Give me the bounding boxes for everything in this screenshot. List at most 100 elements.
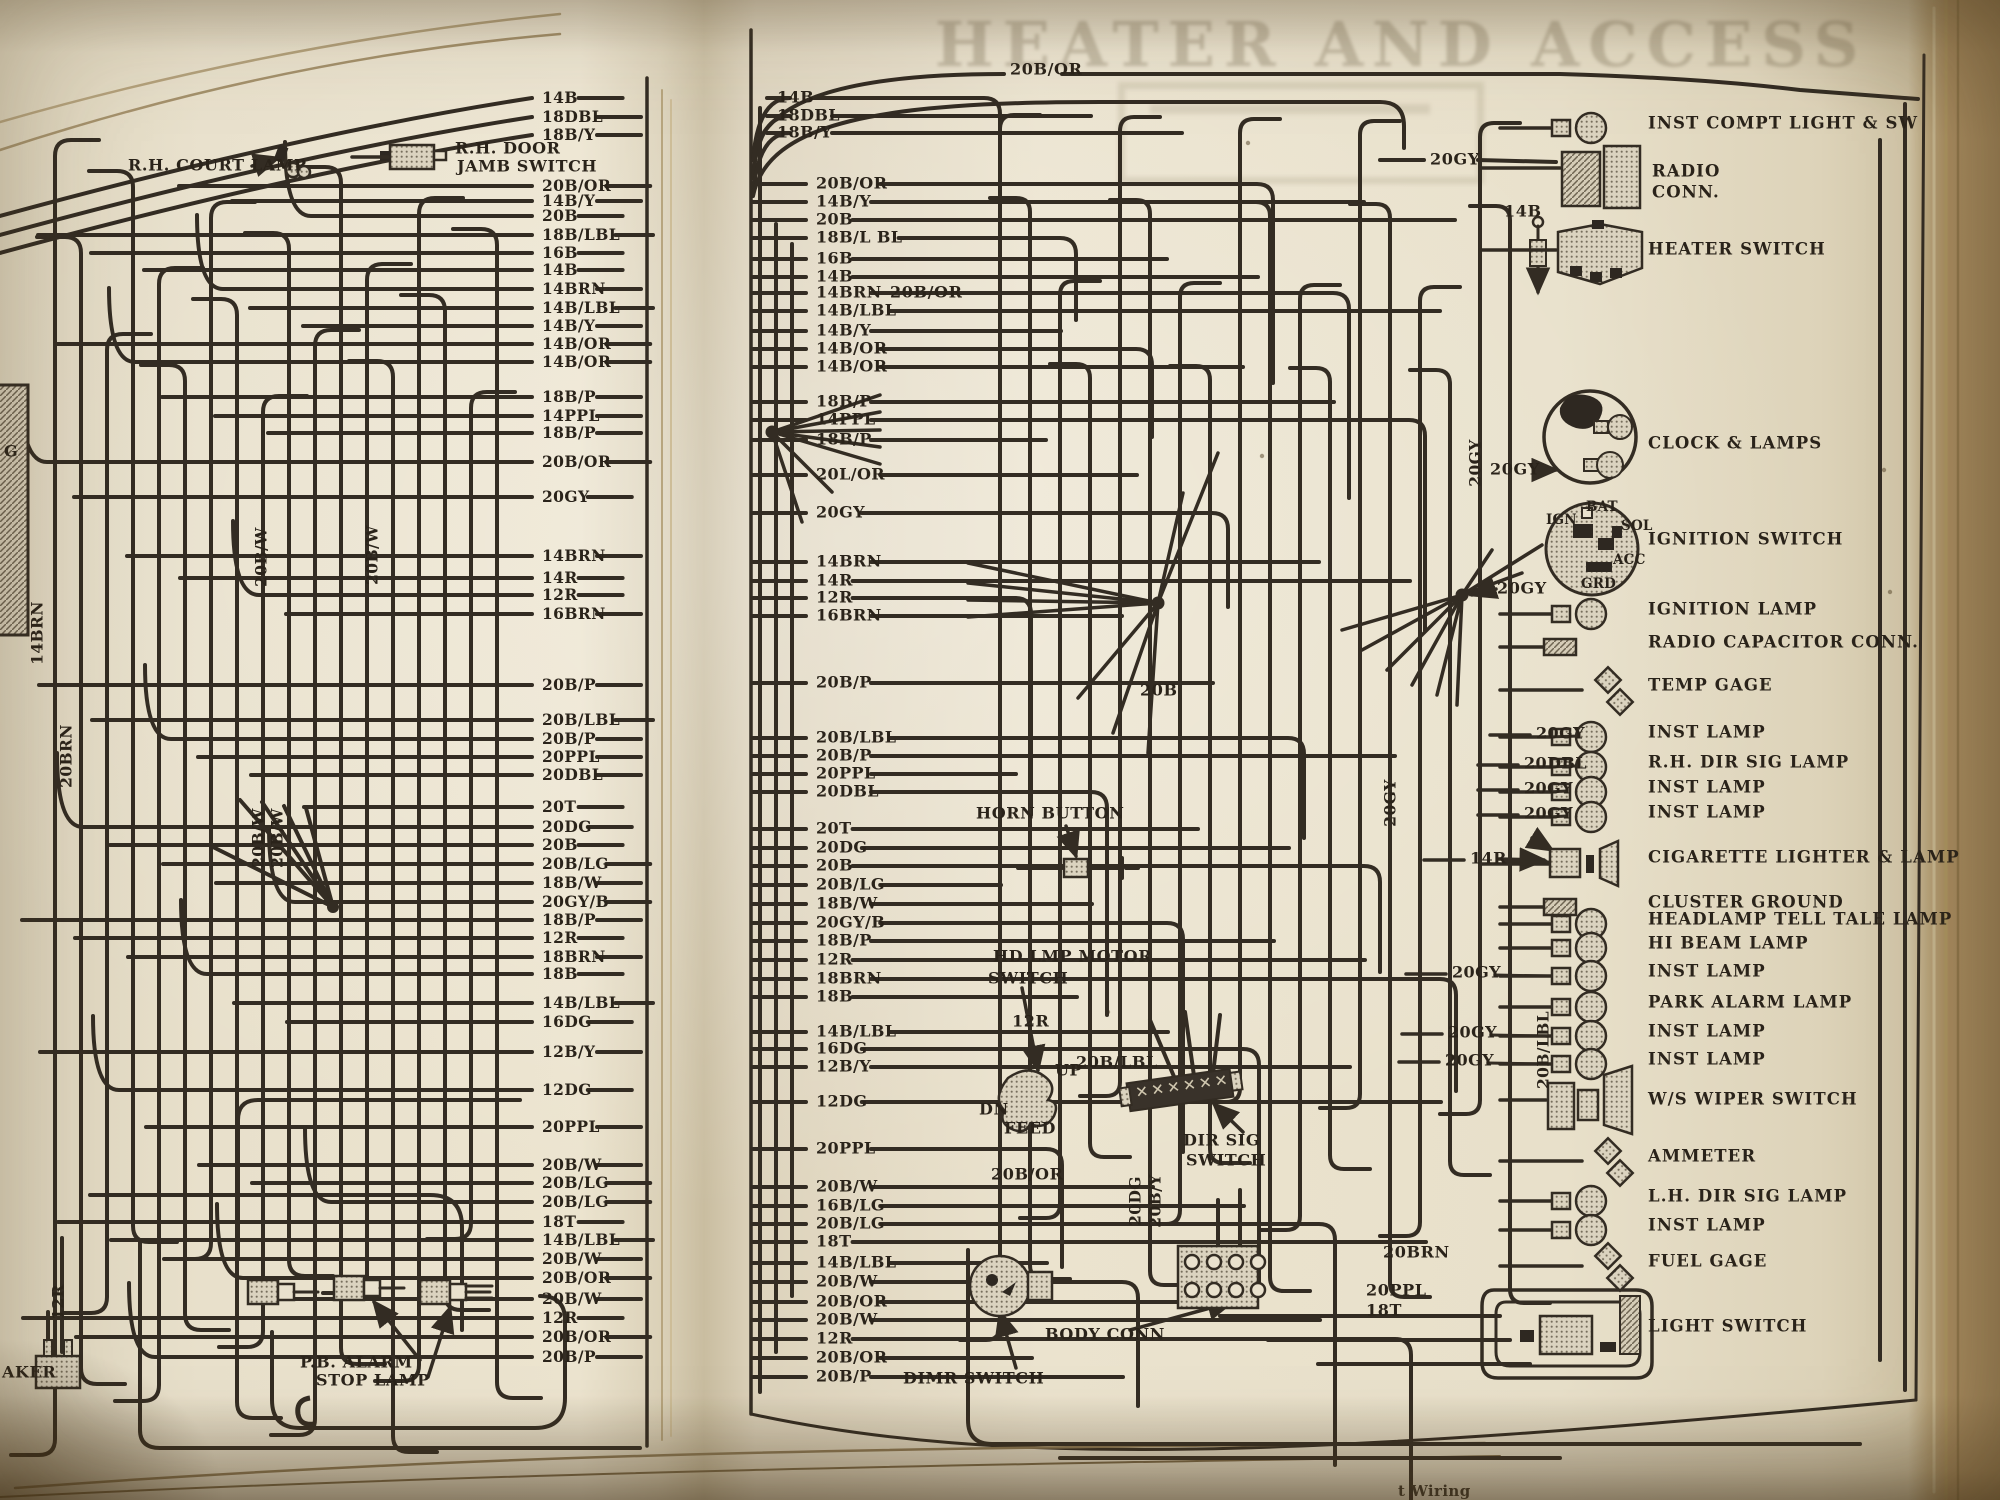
wire-label-vertical: 20GY	[1465, 439, 1485, 487]
wire-label: 20B/LG	[542, 1172, 609, 1192]
diagram-annotation: R.H. COURT LAMP	[128, 155, 307, 175]
wire-label: 20B/OR	[542, 1267, 612, 1287]
component-label: INST LAMP	[1648, 802, 1766, 822]
wire-label: 20B/W	[542, 1248, 602, 1268]
wire-label: 14R	[542, 567, 578, 587]
wire-label-vertical: 20DG	[1125, 1176, 1145, 1226]
diagram-annotation: AKER	[2, 1362, 57, 1382]
wire-label: 20B/LG	[542, 1191, 609, 1211]
component-label: HI BEAM LAMP	[1648, 933, 1809, 953]
wire-label: 18B/P	[542, 422, 596, 442]
component-label: CONN.	[1652, 182, 1720, 202]
wire-label: 18B	[542, 963, 578, 983]
wire-label: 20B/P	[816, 1366, 872, 1386]
ignition-terminal-label: ACC	[1613, 551, 1646, 568]
wire-label: 16BRN	[816, 605, 882, 625]
wire-label: 14BRN	[542, 278, 606, 298]
wire-label: 18B/W	[816, 893, 878, 913]
wire-label-vertical: 20B/W	[251, 527, 271, 587]
diagram-annotation: 20BRN	[1383, 1242, 1450, 1262]
component-label: R.H. DIR SIG LAMP	[1648, 752, 1850, 772]
component-label: CLOCK & LAMPS	[1648, 433, 1823, 453]
wire-label: 18B/P	[542, 909, 596, 929]
wire-label: 14BRN	[816, 282, 882, 302]
wire-label: 20PPL	[542, 746, 600, 766]
wire-label: 20B	[542, 834, 578, 854]
diagram-annotation: 14B	[1504, 201, 1542, 221]
wire-label: 12B/Y	[542, 1041, 596, 1061]
wire-label: 18BRN	[816, 968, 882, 988]
wire-label: 12R	[542, 584, 578, 604]
wire-label: 16DG	[542, 1011, 592, 1031]
wire-label: 14B/LBL	[542, 992, 621, 1012]
wire-color-label: 20GY	[1524, 803, 1573, 823]
wire-label: 12R	[542, 927, 578, 947]
wire-label: 18B	[816, 986, 853, 1006]
wire-label: 14PPL	[542, 405, 600, 425]
component-label: INST LAMP	[1648, 1021, 1766, 1041]
diagram-annotation: P.B. ALARM	[300, 1352, 413, 1372]
diagram-annotation: 20GY	[1490, 459, 1540, 479]
wire-label: 14B/Y	[542, 315, 596, 335]
component-label: IGNITION LAMP	[1648, 599, 1818, 619]
wire-label: 20DG	[542, 816, 592, 836]
diagram-annotation: G	[4, 441, 19, 461]
wire-label: 14B	[777, 87, 814, 107]
wire-label: 14B/OR	[816, 338, 888, 358]
wire-label-vertical: 20B/LBL	[1533, 1010, 1553, 1090]
wire-label: 12B/Y	[816, 1056, 872, 1076]
wire-label: 14B/Y	[816, 320, 872, 340]
component-label: INST LAMP	[1648, 722, 1766, 742]
component-label: INST LAMP	[1648, 961, 1766, 981]
component-label: INST COMPT LIGHT & SW	[1648, 113, 1919, 133]
wire-label: 20DBL	[816, 781, 879, 801]
wire-label: 20B	[816, 209, 853, 229]
wire-label: 18B/LBL	[542, 224, 621, 244]
wire-label: 18T	[816, 1231, 852, 1251]
wire-label: 20B/W	[816, 1271, 878, 1291]
wire-label: 16DG	[816, 1038, 868, 1058]
wire-label: 20GY/B	[816, 912, 886, 932]
ignition-terminal-label: SOL	[1621, 517, 1653, 534]
wire-label: 16BRN	[542, 603, 606, 623]
wire-label: 14B/LBL	[816, 300, 897, 320]
diagram-annotation: 20B	[1140, 680, 1178, 700]
wire-label: 20B/OR	[542, 451, 612, 471]
wire-label: 20B/OR	[542, 1326, 612, 1346]
diagram-annotation: 20PPL	[1366, 1280, 1427, 1300]
diagram-annotation: 12R	[1012, 1011, 1050, 1031]
wire-label: 18B/Y	[777, 122, 833, 142]
component-label: IGNITION SWITCH	[1648, 529, 1844, 549]
component-label: W/S WIPER SWITCH	[1648, 1089, 1858, 1109]
wire-label: 20B/OR	[816, 173, 888, 193]
wire-label: 20B/OR	[816, 1347, 888, 1367]
wire-label: 14B/LBL	[542, 297, 621, 317]
diagram-annotation: 20GY	[1497, 578, 1547, 598]
diagram-annotation: 20GY	[1430, 149, 1480, 169]
wire-label: 18B/P	[816, 391, 872, 411]
component-label: LIGHT SWITCH	[1648, 1316, 1808, 1336]
wire-label: 14B/OR	[816, 356, 888, 376]
wire-label: 16B	[542, 242, 578, 262]
wire-label: 20GY	[542, 486, 590, 506]
wire-label: 20B/P	[542, 728, 596, 748]
wire-label: 14B/OR	[542, 351, 612, 371]
component-label: CIGARETTE LIGHTER & LAMP	[1648, 847, 1960, 867]
wire-label: 20B/LG	[816, 1213, 885, 1233]
component-label: HEATER SWITCH	[1648, 239, 1826, 259]
diagram-annotation: JAMB SWITCH	[457, 156, 598, 176]
wire-label: 12R	[816, 949, 853, 969]
diagram-annotation: DN	[979, 1099, 1009, 1119]
wire-color-label: 20GY	[1452, 962, 1501, 982]
component-label: TEMP GAGE	[1648, 675, 1773, 695]
wire-label: 14B	[542, 87, 578, 107]
diagram-annotation: 20B/LBL	[1076, 1052, 1158, 1072]
wire-label: 20PPL	[816, 1138, 876, 1158]
wire-label: 14BRN	[816, 551, 882, 571]
component-label: RADIO	[1652, 161, 1721, 181]
wire-label-vertical: 20B/W	[362, 525, 382, 585]
component-label: PARK ALARM LAMP	[1648, 992, 1853, 1012]
wire-label: 18DBL	[777, 105, 840, 125]
wire-label: 14BRN	[542, 545, 606, 565]
